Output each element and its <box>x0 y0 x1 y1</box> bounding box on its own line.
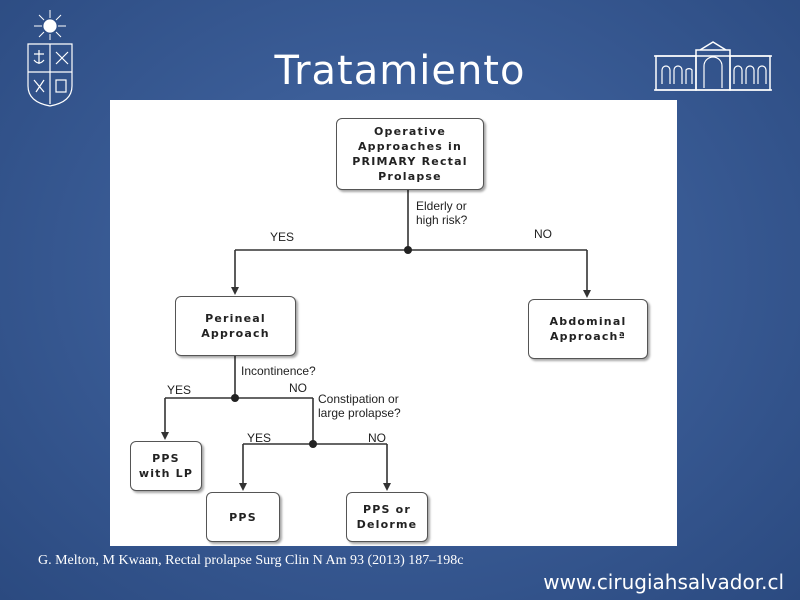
node-pps-with-lp: PPS with LP <box>130 441 202 491</box>
slide-title: Tratamiento <box>274 48 526 94</box>
citation-text: G. Melton, M Kwaan, Rectal prolapse Surg… <box>38 553 464 568</box>
junction-dot-q3 <box>309 440 317 448</box>
label-q1-yes: YES <box>270 230 295 244</box>
website-url: www.cirugiahsalvador.cl <box>543 570 784 594</box>
label-q2-no: NO <box>289 381 307 395</box>
flowchart-connectors <box>161 190 591 491</box>
university-seal-icon <box>27 10 73 107</box>
label-incontinence: Incontinence? <box>241 364 316 378</box>
node-operative-approaches: Operative Approaches in PRIMARY Rectal P… <box>336 118 484 190</box>
label-q2-yes: YES <box>167 383 192 397</box>
label-q3-no: NO <box>368 431 386 445</box>
label-elderly-or-high-risk: Elderly or high risk? <box>416 199 468 227</box>
node-perineal-approach: Perineal Approach <box>175 296 296 356</box>
node-pps-or-delorme: PPS or Delorme <box>346 492 428 542</box>
label-q3-yes: YES <box>247 431 272 445</box>
junction-dot-q2 <box>231 394 239 402</box>
junction-dot-q1 <box>404 246 412 254</box>
node-abdominal-approach: Abdominal Approachª <box>528 299 648 359</box>
node-pps: PPS <box>206 492 280 542</box>
label-q1-no: NO <box>534 227 552 241</box>
hospital-building-logo-icon <box>654 41 772 91</box>
flowchart-panel: Operative Approaches in PRIMARY Rectal P… <box>110 100 677 546</box>
label-constipation-or-large-prolapse: Constipation or large prolapse? <box>318 392 401 420</box>
